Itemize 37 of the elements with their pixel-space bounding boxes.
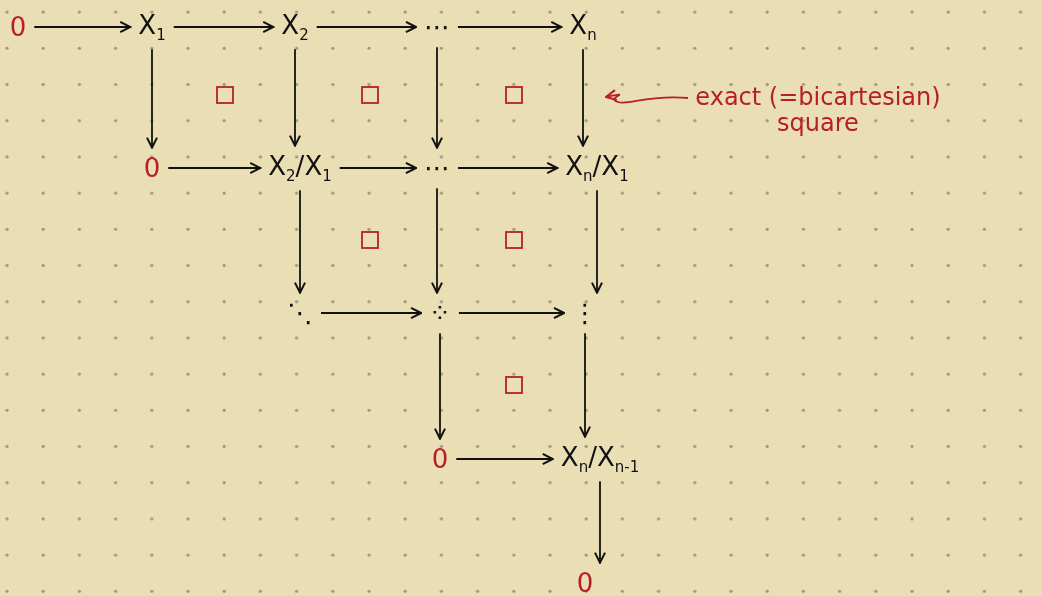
- math-object: 0: [7, 12, 29, 42]
- arrow: [593, 480, 607, 564]
- math-object: ⋱: [285, 298, 315, 328]
- arrow: [430, 46, 444, 149]
- math-object: ⋮: [570, 298, 600, 328]
- arrow: [288, 48, 302, 147]
- arrow: [145, 48, 159, 149]
- math-object: 0: [429, 444, 451, 474]
- math-object: ⋯: [422, 12, 452, 42]
- math-object: 0: [141, 153, 163, 183]
- arrow: [576, 48, 590, 147]
- arrow: [172, 20, 275, 34]
- math-object: X$_{n}$/X$_{n-1}$: [558, 442, 642, 476]
- arrow: [338, 161, 417, 175]
- math-object: X$_{n}$/X$_{1}$: [563, 151, 631, 185]
- arrow: [590, 189, 604, 294]
- math-object: X$_{2}$/X$_{1}$: [266, 151, 334, 185]
- math-object: X$_{1}$: [136, 10, 168, 44]
- math-object: X$_{n}$: [567, 10, 599, 44]
- arrow: [457, 161, 559, 175]
- arrow: [457, 20, 563, 34]
- arrow: [33, 20, 132, 34]
- arrow: [315, 20, 417, 34]
- arrow: [167, 161, 262, 175]
- math-object: 0: [574, 568, 596, 596]
- arrow: [578, 332, 592, 438]
- arrow: [433, 332, 447, 440]
- arrow: [293, 189, 307, 294]
- math-object: ⁘: [427, 298, 453, 328]
- annotation-text: exact (=bicartesian) square: [690, 84, 946, 137]
- math-object: ⋯: [422, 153, 452, 183]
- arrow: [320, 306, 423, 320]
- pointer-arrow: [605, 89, 689, 104]
- arrow: [430, 187, 444, 294]
- arrow: [455, 452, 554, 466]
- arrow: [458, 306, 565, 320]
- math-object: X$_{2}$: [279, 10, 311, 44]
